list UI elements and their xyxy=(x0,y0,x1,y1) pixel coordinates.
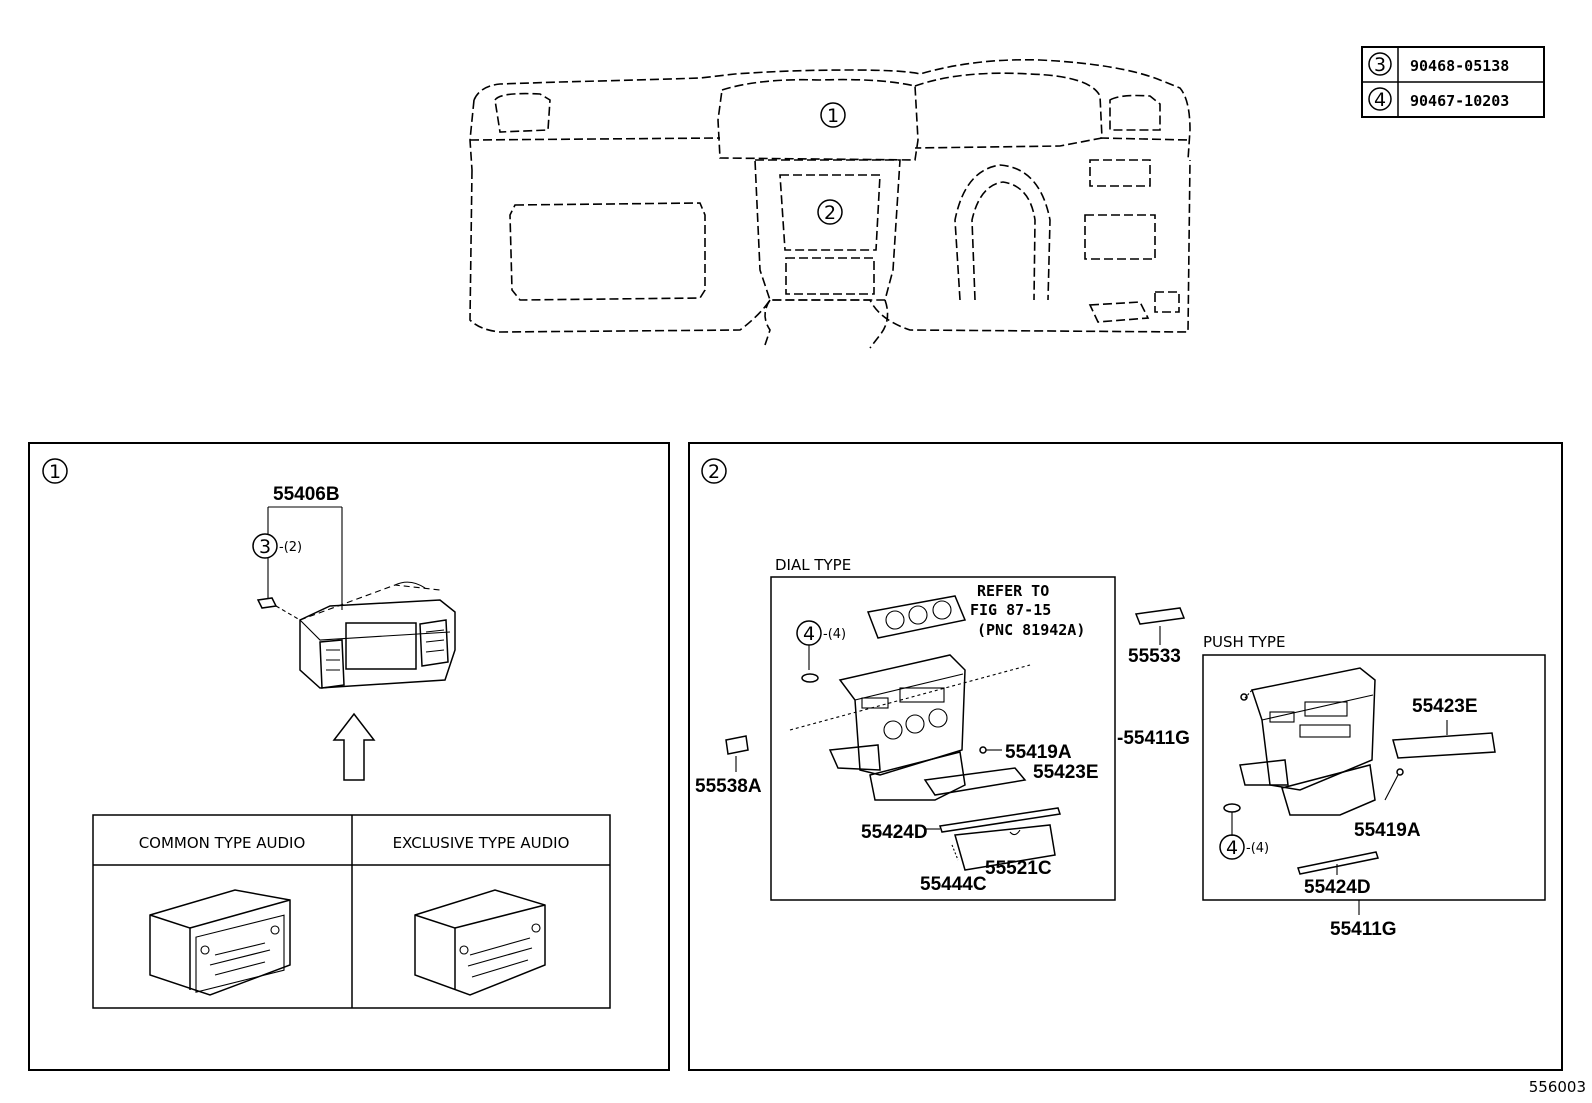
refer-line-1: REFER TO xyxy=(977,582,1049,600)
dial-center-cluster xyxy=(789,654,1031,801)
dial-callout-4: 4 xyxy=(803,623,815,645)
part-55411G: -55411G xyxy=(1117,728,1190,749)
panel-2-marker-icon xyxy=(701,458,727,484)
push-type-box xyxy=(1202,654,1546,901)
push-callout-4-icon xyxy=(1219,834,1245,860)
push-callout-4: 4 xyxy=(1226,837,1238,859)
audio-common-label: COMMON TYPE AUDIO xyxy=(139,834,306,852)
overview-marker-1-icon xyxy=(820,102,846,128)
common-audio-unit xyxy=(149,889,291,996)
clip-icon xyxy=(256,597,278,609)
pocket-55521C xyxy=(954,824,1056,871)
push-part-55419A: 55419A xyxy=(1354,820,1421,841)
cluster-bezel xyxy=(299,599,456,689)
refer-line-2: FIG 87-15 xyxy=(970,601,1051,619)
panel-1-frame xyxy=(28,442,670,1071)
overview-marker-2: 2 xyxy=(824,202,836,224)
panel-2-marker: 2 xyxy=(708,461,720,483)
panel-1-marker-icon xyxy=(42,458,68,484)
legend-table: 3 90468-05138 4 90467-10203 xyxy=(1361,46,1545,118)
figure-id: 556003 xyxy=(1529,1078,1586,1096)
panel-1-callout-3-qty: -(2) xyxy=(279,540,302,555)
panel-1-callout-3: 3 xyxy=(259,536,271,558)
trim-strip-push xyxy=(1297,851,1379,875)
part-55533: 55533 xyxy=(1128,646,1181,667)
arrow-up-icon xyxy=(332,712,376,781)
part-55406B: 55406B xyxy=(273,484,340,505)
push-callout-4-qty: -(4) xyxy=(1246,841,1269,856)
push-part-55411G: 55411G xyxy=(1330,919,1397,940)
push-clip-icon xyxy=(1223,803,1241,813)
dial-type-box xyxy=(770,576,1116,901)
push-part-55424D: 55424D xyxy=(1304,877,1371,898)
refer-line-3: (PNC 81942A) xyxy=(977,621,1085,639)
overview-marker-2-icon xyxy=(817,199,843,225)
panel-2: 2 DIAL TYPE REFER TO FIG 87-15 (PNC 8194… xyxy=(688,442,1563,1071)
part-55424D: 55424D xyxy=(861,822,928,843)
climate-control-panel xyxy=(866,595,967,639)
legend-part-3: 90468-05138 xyxy=(1410,57,1509,75)
push-part-55423E: 55423E xyxy=(1412,696,1478,717)
legend-key-3-icon xyxy=(1368,52,1392,76)
push-type-title: PUSH TYPE xyxy=(1203,633,1285,651)
dashboard-overview: 1 2 xyxy=(469,58,1191,349)
audio-exclusive-label: EXCLUSIVE TYPE AUDIO xyxy=(393,834,570,852)
switch-55533 xyxy=(1134,607,1186,625)
exclusive-audio-unit xyxy=(414,889,546,996)
dial-type-title: DIAL TYPE xyxy=(775,556,851,574)
dial-callout-4-qty: -(4) xyxy=(823,627,846,642)
part-55419A: 55419A xyxy=(1005,742,1072,763)
legend-key-4: 4 xyxy=(1374,89,1386,111)
part-55423E: 55423E xyxy=(1033,762,1099,783)
legend-part-4: 90467-10203 xyxy=(1410,92,1509,110)
panel-1-marker: 1 xyxy=(49,461,61,483)
panel-2-frame xyxy=(688,442,1563,1071)
dial-clip-icon xyxy=(801,673,819,683)
legend-key-4-icon xyxy=(1368,87,1392,111)
pad-55423E-push xyxy=(1392,732,1496,759)
push-center-cluster xyxy=(1239,667,1376,816)
trim-strip-dial xyxy=(939,807,1061,833)
part-55444C: 55444C xyxy=(920,874,987,895)
legend-key-3: 3 xyxy=(1374,54,1386,76)
panel-1-callout-3-icon xyxy=(252,533,278,559)
part-55521C: 55521C xyxy=(985,858,1052,879)
switch-55538A xyxy=(725,735,749,755)
part-55538A: 55538A xyxy=(695,776,762,797)
overview-marker-1: 1 xyxy=(827,105,839,127)
panel-1: 1 55406B 3 -(2) COMMON TYPE AUDIO EXCLUS… xyxy=(28,442,670,1071)
